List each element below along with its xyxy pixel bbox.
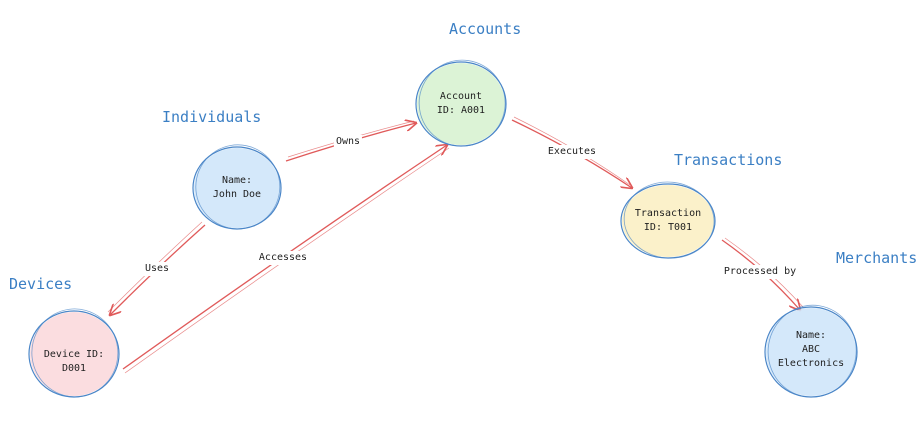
edge-label-processed-by: Processed by [721,265,799,279]
node-transaction-label: Transaction ID: T001 [634,208,702,233]
group-title-devices: Devices [9,275,73,293]
edge-label-accesses: Accesses [256,251,310,265]
group-title-accounts: Accounts [449,20,522,38]
group-title-merchants: Merchants [836,249,918,267]
group-title-transactions: Transactions [674,151,783,169]
node-merchant-label: Name: ABC Electronics [777,330,845,369]
node-device [28,308,120,398]
node-transaction [620,181,716,259]
node-account [415,59,507,147]
group-title-individuals: Individuals [162,108,262,126]
node-person [192,144,282,230]
node-account-label: Account ID: A001 [436,91,486,116]
node-person-label: Name: John Doe [212,175,262,200]
edge-label-uses: Uses [142,262,172,276]
edge-label-owns: Owns [333,135,363,149]
node-device-label: Device ID: D001 [43,349,105,374]
edge-label-executes: Executes [545,145,599,159]
node-merchant [764,304,858,398]
